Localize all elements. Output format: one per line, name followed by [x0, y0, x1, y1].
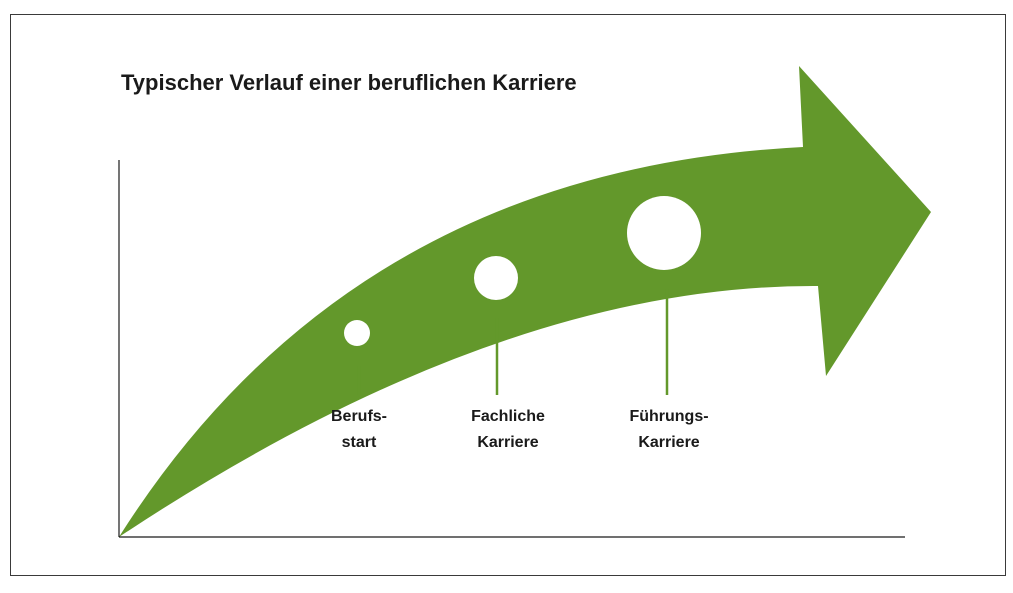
stage-label-line: start: [341, 434, 377, 451]
diagram-title: Typischer Verlauf einer beruflichen Karr…: [121, 70, 577, 95]
stage-marker-berufsstart: [344, 320, 370, 346]
stage-label-line: Fachliche: [471, 408, 545, 425]
stage-marker-fachliche-karriere: [474, 256, 518, 300]
stage-label-line: Berufs-: [330, 408, 387, 425]
stage-marker-fuehrungs-karriere: [627, 196, 701, 270]
career-arrow: [119, 66, 931, 537]
stage-label-line: Führungs-: [629, 408, 709, 425]
stage-label-fuehrungs-karriere: Führungs- Karriere: [569, 404, 769, 456]
stage-label-berufsstart: Berufs- start: [259, 404, 459, 456]
stage-label-line: Karriere: [638, 434, 700, 451]
stage-label-line: Karriere: [477, 434, 539, 451]
stage-label-fachliche-karriere: Fachliche Karriere: [408, 404, 608, 456]
